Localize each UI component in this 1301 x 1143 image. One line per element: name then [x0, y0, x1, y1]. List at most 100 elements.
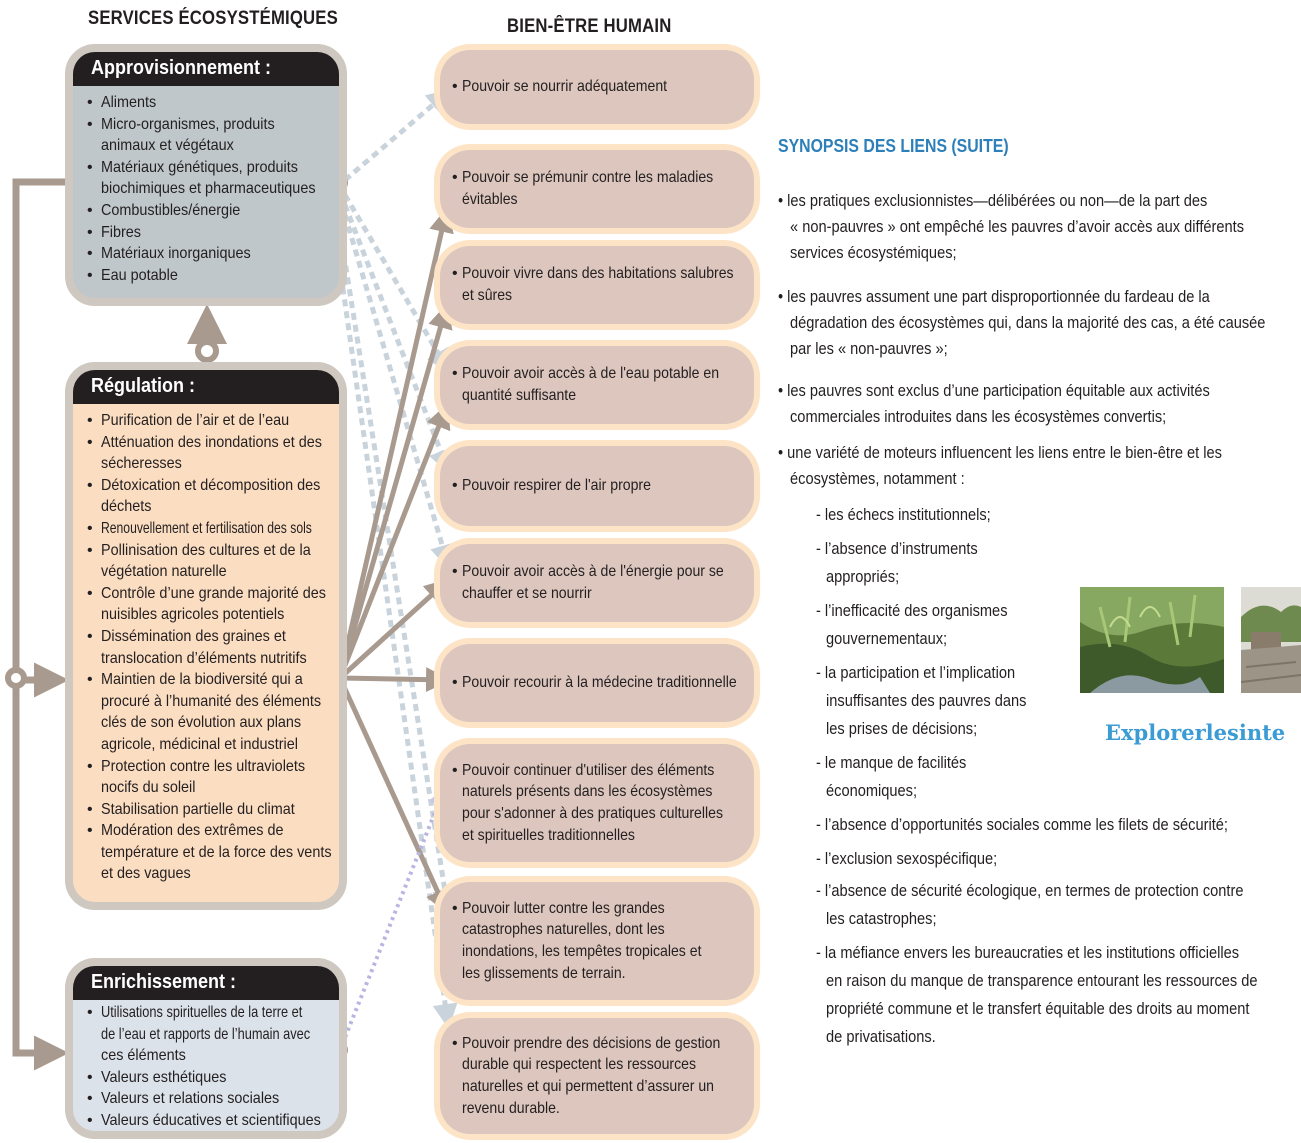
- wellbeing-label: inondations, les tempêtes tropicales et: [462, 943, 702, 960]
- list-item: Atténuation des inondations et des: [87, 432, 331, 454]
- approvisionnement-list: Aliments Micro-organismes, produits anim…: [73, 86, 339, 286]
- list-item: Matériaux génétiques, produits: [87, 157, 331, 179]
- synopsis-line: économiques;: [826, 781, 918, 800]
- list-item: Modération des extrêmes de: [87, 820, 331, 842]
- approvisionnement-dashed-links: [333, 88, 458, 1029]
- list-item: Stabilisation partielle du climat: [87, 799, 331, 821]
- services-column-title: SERVICES ÉCOSYSTÉMIQUES: [88, 8, 338, 29]
- synopsis-line: - la méfiance envers les bureaucraties e…: [816, 943, 1240, 962]
- list-item: température et de la force des vents: [101, 843, 332, 861]
- village-photo: [1241, 587, 1301, 693]
- wellbeing-label: catastrophes naturelles, dont les: [462, 921, 665, 939]
- wellbeing-label: et spirituelles traditionnelles: [462, 826, 635, 844]
- wellbeing-label: les glissements de terrain.: [462, 964, 626, 982]
- enrichissement-list: Utilisations spirituelles de la terre et…: [73, 1000, 339, 1131]
- regulation-list: Purification de l’air et de l’eau Atténu…: [73, 404, 339, 885]
- list-item: biochimiques et pharmaceutiques: [101, 180, 316, 198]
- wellbeing-habitations: Pouvoir vivre dans des habitations salub…: [434, 240, 760, 330]
- list-item: Dissémination des graines et: [87, 626, 331, 648]
- list-item: Protection contre les ultraviolets: [87, 756, 331, 778]
- regulation-box: Régulation : Purification de l’air et de…: [65, 362, 347, 910]
- wellbeing-nourriture: Pouvoir se nourrir adéquatement: [434, 44, 760, 130]
- enrichissement-box: Enrichissement : Utilisations spirituell…: [65, 958, 347, 1139]
- wellbeing-gestion-durable: Pouvoir prendre des décisions de gestion…: [434, 1012, 760, 1140]
- wellbeing-label: Pouvoir vivre dans des habitations salub…: [462, 265, 734, 283]
- wellbeing-label: naturelles et qui permettent d’assurer u…: [462, 1078, 715, 1095]
- synopsis-line: de privatisations.: [826, 1027, 936, 1046]
- wellbeing-label: Pouvoir respirer de l'air propre: [462, 477, 651, 495]
- wellbeing-label: Pouvoir se nourrir adéquatement: [462, 78, 668, 96]
- list-item: nocifs du soleil: [101, 779, 196, 797]
- list-item: Contrôle d’une grande majorité des: [87, 583, 331, 605]
- wellbeing-air-propre: Pouvoir respirer de l'air propre: [434, 440, 760, 532]
- list-item: végétation naturelle: [101, 563, 227, 581]
- synopsis-line: • les pratiques exclusionnistes—délibéré…: [778, 191, 1208, 210]
- list-item: Pollinisation des cultures et de la: [87, 540, 331, 562]
- list-item: Matériaux inorganiques: [87, 243, 331, 265]
- list-item: et des vagues: [101, 865, 191, 883]
- list-item: procuré à l’humanité des éléments: [101, 692, 322, 710]
- list-item: déchets: [101, 498, 152, 516]
- list-item: animaux et végétaux: [101, 137, 234, 155]
- regulation-solid-links: [337, 207, 454, 915]
- synopsis-line: - la participation et l’implication: [816, 663, 1016, 682]
- wellbeing-label: naturels présents dans les écosystèmes: [462, 783, 713, 801]
- list-item: Renouvellement et fertilisation des sols: [87, 518, 331, 540]
- wellbeing-label: pour s'adonner à des pratiques culturell…: [462, 805, 723, 822]
- list-item: clés de son évolution aux plans: [101, 714, 302, 732]
- synopsis-line: services écosystémiques;: [790, 243, 957, 262]
- synopsis-line: dégradation des écosystèmes qui, dans la…: [790, 313, 1266, 332]
- wellbeing-medecine: Pouvoir recourir à la médecine tradition…: [434, 638, 760, 728]
- list-item: Détoxication et décomposition des: [87, 475, 331, 497]
- list-item: Valeurs éducatives et scientifiques: [87, 1110, 331, 1131]
- wellbeing-label: revenu durable.: [462, 1099, 560, 1117]
- wellbeing-label: chauffer et se nourrir: [462, 585, 592, 602]
- wellbeing-label: Pouvoir avoir accès à de l'eau potable e…: [462, 365, 720, 383]
- wellbeing-column-title: BIEN-ÊTRE HUMAIN: [507, 16, 672, 37]
- list-item: Utilisations spirituelles de la terre et: [87, 1002, 331, 1024]
- wellbeing-label: évitables: [462, 191, 518, 208]
- synopsis-title: SYNOPSIS DES LIENS (SUITE): [778, 136, 1009, 156]
- synopsis-line: - les échecs institutionnels;: [816, 505, 991, 524]
- stream-photo: [1080, 587, 1224, 693]
- synopsis-line: gouvernementaux;: [826, 629, 948, 648]
- synopsis-line: par les « non-pauvres »;: [790, 339, 948, 358]
- list-item: nuisibles agricoles potentiels: [101, 606, 285, 624]
- list-item: Eau potable: [87, 265, 331, 287]
- explore-link[interactable]: Explorerlesinte: [1105, 720, 1286, 745]
- synopsis-line: - l’absence d’opportunités sociales comm…: [816, 815, 1229, 834]
- regulation-top-node: [195, 339, 219, 363]
- list-item: sécheresses: [101, 455, 182, 473]
- list-item: Aliments: [87, 92, 331, 114]
- wellbeing-label: Pouvoir avoir accès à de l'énergie pour …: [462, 563, 724, 581]
- list-item: ces éléments: [101, 1047, 186, 1065]
- synopsis-line: en raison du manque de transparence ento…: [826, 971, 1258, 990]
- synopsis-line: commerciales introduites dans les écosys…: [790, 407, 1167, 426]
- synopsis-line: insuffisantes des pauvres dans: [826, 691, 1027, 710]
- list-item: Valeurs et relations sociales: [87, 1088, 331, 1110]
- synopsis-line: • les pauvres assument une part dispropo…: [778, 287, 1210, 306]
- wellbeing-label: Pouvoir continuer d'utiliser des élément…: [462, 761, 715, 779]
- wellbeing-label: Pouvoir prendre des décisions de gestion: [462, 1034, 721, 1052]
- synopsis-line: les prises de décisions;: [826, 719, 978, 738]
- synopsis-line: • les pauvres sont exclus d’une particip…: [778, 381, 1210, 400]
- list-item: Valeurs esthétiques: [87, 1067, 331, 1089]
- wellbeing-label: Pouvoir recourir à la médecine tradition…: [462, 674, 737, 692]
- wellbeing-catastrophes: Pouvoir lutter contre les grandes catastr…: [434, 876, 760, 1006]
- approvisionnement-box: Approvisionnement : Aliments Micro-organ…: [65, 44, 347, 306]
- approvisionnement-title: Approvisionnement :: [73, 52, 339, 86]
- synopsis-line: appropriés;: [826, 567, 900, 586]
- synopsis-line: - le manque de facilités: [816, 753, 967, 772]
- wellbeing-label: et sûres: [462, 287, 513, 304]
- list-item: Micro-organismes, produits: [87, 114, 331, 136]
- wellbeing-energie: Pouvoir avoir accès à de l'énergie pour …: [434, 538, 760, 628]
- list-item: Maintien de la biodiversité qui a: [87, 669, 331, 691]
- wellbeing-label: Pouvoir se prémunir contre les maladies: [462, 169, 714, 187]
- synopsis-line: écosystèmes, notamment :: [790, 469, 965, 488]
- list-item: translocation d’éléments nutritifs: [101, 649, 307, 667]
- wellbeing-pratiques-culturelles: Pouvoir continuer d'utiliser des élément…: [434, 738, 760, 868]
- wellbeing-label: Pouvoir lutter contre les grandes: [462, 899, 665, 917]
- list-item: Combustibles/énergie: [87, 200, 331, 222]
- synopsis-line: - l’inefficacité des organismes: [816, 601, 1008, 620]
- list-item: agricole, médicinal et industriel: [101, 735, 298, 753]
